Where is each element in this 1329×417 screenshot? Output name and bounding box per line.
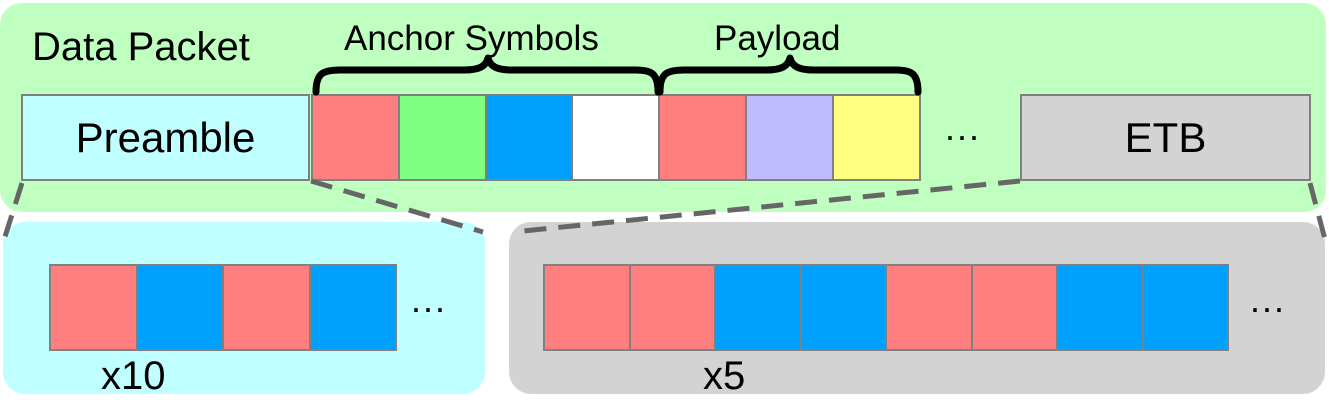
anchor-symbol-3 xyxy=(484,94,574,181)
etb-repeat-label: x5 xyxy=(703,354,746,398)
preamble-symbol-1 xyxy=(49,264,138,351)
preamble-symbol-3 xyxy=(222,264,311,351)
etb-symbol-2 xyxy=(628,264,716,351)
preamble-symbol-2 xyxy=(135,264,224,351)
etb-symbol-3 xyxy=(714,264,802,351)
preamble-right-dashed-line xyxy=(310,178,484,235)
etb-symbol-1 xyxy=(543,264,631,351)
preamble-label: Preamble xyxy=(75,113,256,161)
payload-symbol-1 xyxy=(658,94,747,181)
etb-symbol-6 xyxy=(970,264,1058,351)
preamble-left-dashed-line xyxy=(0,182,25,244)
anchor-brace xyxy=(312,54,662,96)
preamble-repeat-label: x10 xyxy=(101,354,166,398)
etb-symbol-7 xyxy=(1056,264,1144,351)
etb-detail-ellipsis: ··· xyxy=(1249,287,1285,328)
anchor-symbols-label: Anchor Symbols xyxy=(344,19,599,58)
preamble-detail-ellipsis: ··· xyxy=(410,287,446,328)
anchor-symbol-2 xyxy=(397,94,487,181)
etb-symbol-8 xyxy=(1141,264,1229,351)
preamble-symbol-4 xyxy=(308,264,397,351)
packet-ellipsis: ··· xyxy=(944,115,980,156)
packet-title: Data Packet xyxy=(32,25,250,69)
etb-symbol-4 xyxy=(799,264,887,351)
payload-symbol-3 xyxy=(832,94,921,181)
etb-right-dashed-line xyxy=(1307,182,1329,244)
payload-brace xyxy=(656,54,922,96)
preamble-block: Preamble xyxy=(21,94,310,181)
payload-label: Payload xyxy=(714,19,841,58)
etb-label: ETB xyxy=(1124,113,1207,161)
etb-symbol-5 xyxy=(885,264,973,351)
anchor-symbol-4 xyxy=(571,94,660,181)
etb-left-dashed-line xyxy=(512,178,1021,235)
etb-block: ETB xyxy=(1020,94,1311,181)
